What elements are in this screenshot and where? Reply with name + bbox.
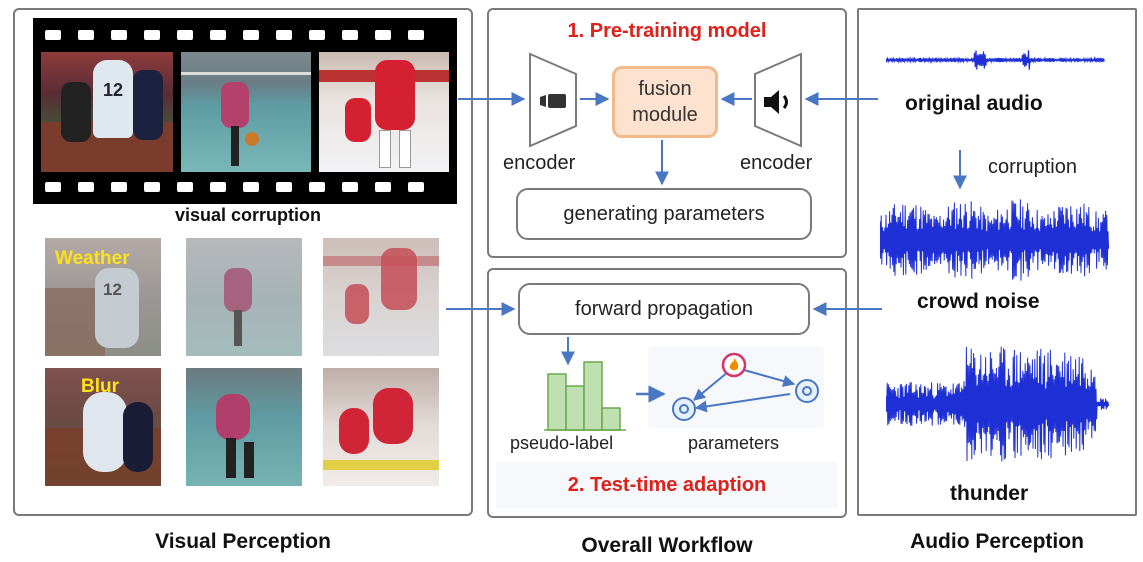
film-hole — [111, 182, 127, 192]
weather-thumb-basketball — [186, 238, 302, 356]
film-hole — [78, 30, 94, 40]
thunder-label: thunder — [950, 482, 1029, 505]
tta-title-bg — [496, 462, 838, 508]
forward-propagation-box: forward propagation — [518, 283, 810, 335]
film-hole — [276, 182, 292, 192]
weather-thumb-hockey — [323, 238, 439, 356]
overall-workflow-title: Overall Workflow — [581, 534, 753, 557]
film-hole — [45, 30, 61, 40]
film-hole — [111, 30, 127, 40]
visual-corruption-caption: visual corruption — [174, 205, 322, 225]
gear-node-icon — [795, 379, 819, 403]
speaker-icon — [764, 90, 788, 114]
fusion-line2: module — [632, 104, 698, 126]
frame-football: 12 — [41, 52, 173, 172]
blur-thumb-hockey — [323, 368, 439, 486]
audio-perception-title: Audio Perception — [910, 530, 1084, 553]
pretraining-title: 1. Pre-training model — [567, 20, 767, 42]
original-audio-waveform — [886, 50, 1105, 70]
crowd-noise-waveform — [880, 199, 1110, 281]
tta-title: 2. Test-time adaption — [567, 474, 767, 496]
crowd-noise-label: crowd noise — [917, 290, 1040, 313]
film-hole — [243, 30, 259, 40]
generating-parameters-box: generating parameters — [516, 188, 812, 240]
original-audio-label: original audio — [905, 92, 1043, 115]
film-hole — [45, 182, 61, 192]
film-hole — [342, 30, 358, 40]
blur-thumb-football: Blur — [45, 368, 161, 486]
film-hole — [408, 30, 424, 40]
thunder-waveform — [886, 346, 1110, 462]
film-hole — [78, 182, 94, 192]
fire-icon — [721, 352, 747, 378]
film-hole — [243, 182, 259, 192]
film-hole — [177, 182, 193, 192]
film-hole — [375, 182, 391, 192]
film-hole — [276, 30, 292, 40]
film-hole — [210, 182, 226, 192]
film-hole — [375, 30, 391, 40]
pseudo-label-histogram — [544, 361, 626, 431]
blur-tag: Blur — [81, 376, 119, 397]
film-hole — [309, 30, 325, 40]
frame-basketball — [181, 52, 311, 172]
parameters-text: parameters — [688, 433, 780, 453]
film-hole — [177, 30, 193, 40]
film-hole — [342, 182, 358, 192]
fusion-line1: fusion — [638, 78, 692, 100]
frame-hockey — [319, 52, 449, 172]
film-strip: 12 — [33, 18, 457, 204]
encoder-left-label: encoder — [503, 152, 576, 174]
film-hole — [144, 30, 160, 40]
weather-tag: Weather — [55, 248, 130, 269]
visual-perception-title: Visual Perception — [155, 530, 331, 553]
corruption-label: corruption — [988, 156, 1077, 178]
weather-thumb-football: 12 Weather — [45, 238, 161, 356]
film-hole — [210, 30, 226, 40]
film-hole — [408, 182, 424, 192]
encoder-right-label: encoder — [740, 152, 813, 174]
video-camera-icon — [540, 94, 566, 108]
pseudo-label-text: pseudo-label — [510, 433, 614, 453]
parameters-graph — [693, 369, 796, 413]
blur-thumb-basketball — [186, 368, 302, 486]
gear-node-icon — [672, 397, 696, 421]
fusion-module: fusion module — [612, 66, 718, 138]
film-hole — [309, 182, 325, 192]
film-hole — [144, 182, 160, 192]
